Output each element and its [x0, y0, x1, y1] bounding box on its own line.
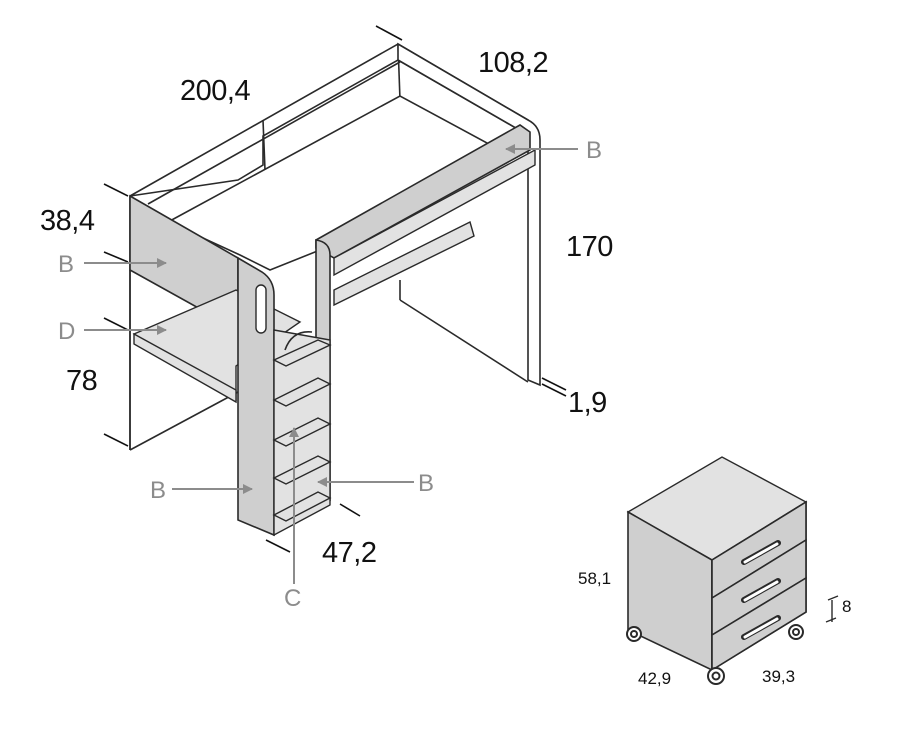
- label-d-desk: D: [58, 318, 75, 345]
- drawer-1-handle: [743, 542, 779, 564]
- dim-drawer-height: 8: [842, 597, 851, 616]
- label-c-step: C: [284, 585, 301, 612]
- drawer-unit-drawing: 58,1 8 42,9 39,3: [578, 456, 851, 688]
- dim-length: 200,4: [180, 75, 250, 107]
- loft-bed-drawing: 200,4 108,2 38,4 170 78 1,9 47,2 B B D B…: [40, 25, 613, 612]
- label-b-ladder-side: B: [150, 477, 166, 504]
- dim-thickness: 1,9: [568, 387, 607, 419]
- dim-desk-height: 78: [66, 365, 97, 397]
- dim-drawer-unit-width: 42,9: [638, 669, 671, 688]
- dim-guard-height: 38,4: [40, 205, 95, 237]
- dim-depth: 108,2: [478, 47, 548, 79]
- dim-drawer-unit-height: 58,1: [578, 569, 611, 588]
- drawer-3-handle: [743, 617, 779, 639]
- drawer-2-handle: [743, 580, 779, 602]
- castor-wheels: [626, 624, 804, 685]
- dim-drawer-unit-depth: 39,3: [762, 667, 795, 686]
- label-b-top-right: B: [586, 137, 602, 164]
- right-end-panel: [397, 42, 541, 387]
- dim-height: 170: [566, 231, 613, 263]
- ladder-steps: [272, 331, 332, 522]
- label-b-ladder-right: B: [418, 470, 434, 497]
- drawer-3: [711, 576, 807, 672]
- drawer-height-bracket: [825, 595, 839, 623]
- label-b-left: B: [58, 251, 74, 278]
- dim-ladder-width: 47,2: [322, 537, 376, 569]
